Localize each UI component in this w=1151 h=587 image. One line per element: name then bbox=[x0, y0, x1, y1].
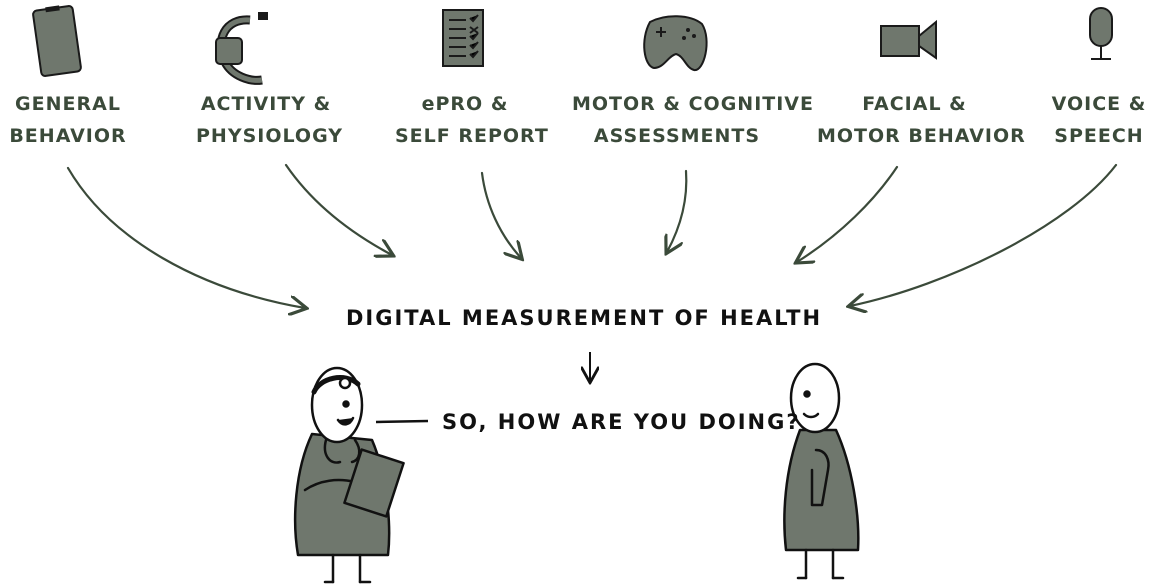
label-epro-self-report: ePRO &SELF REPORT bbox=[395, 93, 549, 147]
tablet-icon bbox=[32, 5, 82, 77]
arrows bbox=[66, 163, 1118, 308]
doctor-question: SO, HOW ARE YOU DOING? bbox=[442, 410, 801, 434]
arrow-general-behavior bbox=[66, 166, 305, 308]
arrow-epro bbox=[480, 171, 521, 258]
arrow-voice-speech bbox=[850, 163, 1118, 306]
video-camera-icon bbox=[880, 19, 937, 60]
arrow-facial-motor bbox=[797, 165, 899, 262]
arrow-motor-cognitive bbox=[667, 169, 688, 252]
microphone-icon bbox=[1089, 7, 1113, 60]
gamepad-icon bbox=[643, 15, 708, 71]
doctor-figure bbox=[293, 366, 405, 584]
speech-line bbox=[375, 419, 429, 424]
arrow-activity-physiology bbox=[284, 163, 392, 255]
center-title: DIGITAL MEASUREMENT OF HEALTH bbox=[346, 306, 823, 330]
label-facial-motor-behavior: FACIAL &MOTOR BEHAVIOR bbox=[817, 93, 1026, 147]
label-voice-speech: VOICE &SPEECH bbox=[1051, 93, 1147, 147]
patient-figure bbox=[783, 362, 860, 580]
label-activity-physiology: ACTIVITY &PHYSIOLOGY bbox=[196, 93, 344, 147]
checklist-icon bbox=[442, 9, 484, 67]
smartwatch-icon bbox=[215, 12, 268, 85]
